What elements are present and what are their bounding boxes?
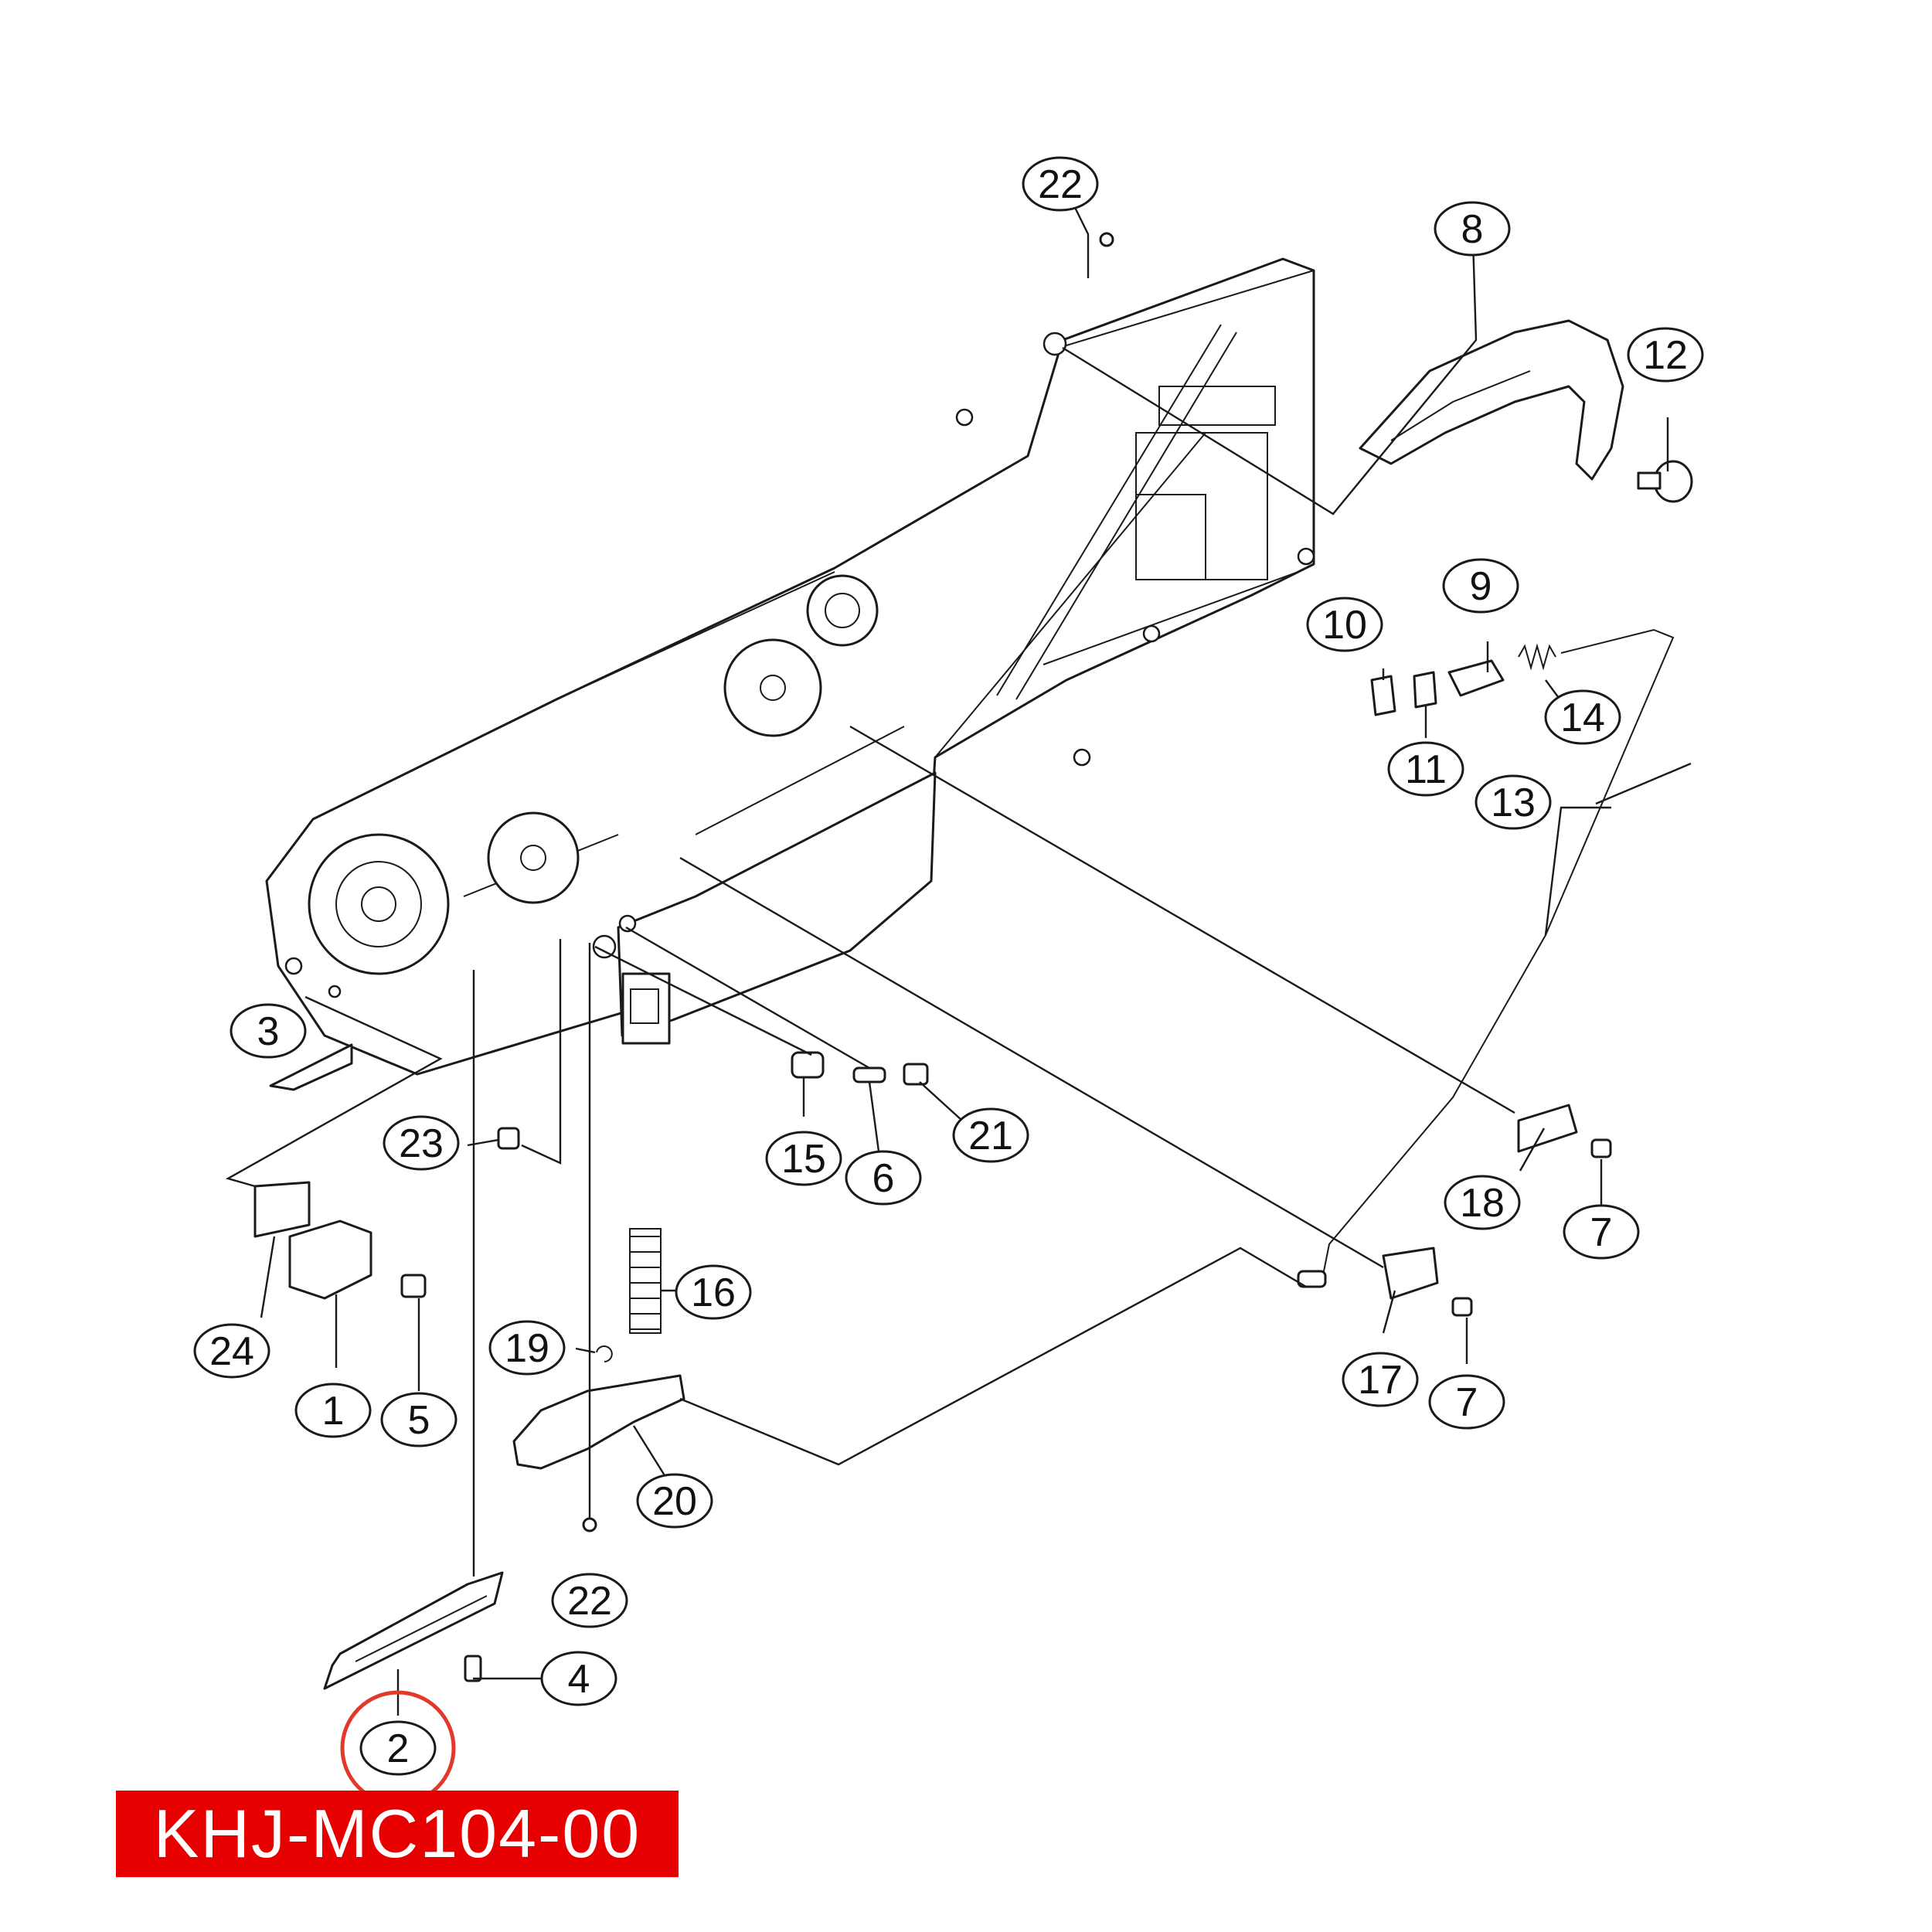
callout-9: 9 — [1442, 558, 1519, 614]
callout-19: 19 — [488, 1320, 566, 1376]
callout-5: 5 — [380, 1392, 457, 1447]
part-7a-screw — [1590, 1138, 1612, 1158]
callout-12: 12 — [1627, 327, 1704, 383]
svg-text:16: 16 — [691, 1270, 736, 1315]
part-24-bracket — [253, 1181, 311, 1238]
callout-10: 10 — [1306, 597, 1383, 652]
callout-22-top: 22 — [1022, 156, 1099, 212]
part-5-screw — [400, 1274, 427, 1298]
callout-7-lower: 7 — [1428, 1374, 1505, 1430]
callout-7-upper: 7 — [1563, 1204, 1640, 1260]
part-18-plate — [1517, 1104, 1578, 1153]
svg-text:8: 8 — [1461, 207, 1484, 252]
part-22b-pin — [582, 1517, 597, 1532]
part-16-spring — [630, 1236, 661, 1330]
callout-18: 18 — [1444, 1175, 1521, 1230]
callout-22-bottom: 22 — [551, 1573, 628, 1628]
callout-20: 20 — [636, 1473, 713, 1529]
svg-text:7: 7 — [1590, 1210, 1613, 1255]
part-15-shaft — [791, 1051, 825, 1079]
callout-8: 8 — [1434, 201, 1511, 257]
part-4-screw — [464, 1655, 482, 1682]
leader-lines — [225, 177, 1692, 1716]
part-6-pin — [852, 1066, 886, 1083]
svg-text:11: 11 — [1405, 747, 1447, 792]
callout-11: 11 — [1387, 741, 1464, 797]
svg-text:3: 3 — [257, 1009, 280, 1054]
part-8-handle — [1359, 319, 1624, 481]
part-2-stripper-plate — [323, 1571, 504, 1690]
part-7b-screw — [1451, 1297, 1473, 1317]
part-3-guide-tip — [269, 1043, 353, 1091]
callout-23: 23 — [383, 1115, 460, 1171]
callout-16: 16 — [675, 1264, 752, 1320]
part-23-screw — [497, 1127, 520, 1150]
svg-text:7: 7 — [1456, 1380, 1478, 1425]
svg-text:12: 12 — [1643, 333, 1688, 378]
svg-text:21: 21 — [968, 1114, 1013, 1158]
svg-text:22: 22 — [1038, 162, 1083, 207]
part-22a-pin — [1099, 232, 1114, 247]
part-14-spring — [1518, 643, 1556, 671]
svg-text:24: 24 — [209, 1329, 254, 1374]
part-19-eclip — [596, 1345, 613, 1362]
svg-text:22: 22 — [567, 1579, 612, 1624]
callout-4: 4 — [540, 1651, 617, 1706]
svg-text:5: 5 — [408, 1398, 430, 1443]
part-1-block — [288, 1219, 372, 1300]
svg-text:4: 4 — [568, 1657, 590, 1702]
svg-text:10: 10 — [1322, 603, 1367, 648]
part-9-latch — [1447, 659, 1505, 697]
svg-text:14: 14 — [1560, 696, 1605, 740]
svg-text:15: 15 — [781, 1137, 826, 1182]
svg-text:9: 9 — [1470, 564, 1492, 609]
callout-21: 21 — [952, 1107, 1029, 1163]
svg-text:2: 2 — [387, 1726, 410, 1771]
part-code-label: KHJ-MC104-00 — [153, 1795, 641, 1872]
callout-14: 14 — [1544, 689, 1621, 745]
svg-text:20: 20 — [652, 1479, 697, 1524]
svg-text:13: 13 — [1491, 781, 1536, 825]
part-20-lever — [512, 1374, 685, 1470]
callout-15: 15 — [765, 1131, 842, 1186]
callout-2: 2 — [359, 1720, 437, 1776]
part-17-plate — [1382, 1247, 1439, 1300]
callout-13: 13 — [1475, 774, 1552, 830]
callout-24: 24 — [193, 1323, 270, 1379]
part-10-clip — [1370, 675, 1396, 716]
callout-6: 6 — [845, 1150, 922, 1206]
callout-3: 3 — [230, 1003, 307, 1059]
feeder-main-body — [265, 257, 1315, 1076]
callout-1: 1 — [294, 1383, 372, 1438]
svg-text:1: 1 — [322, 1389, 345, 1434]
svg-text:6: 6 — [872, 1156, 895, 1201]
svg-text:17: 17 — [1358, 1358, 1403, 1403]
svg-text:23: 23 — [399, 1121, 444, 1166]
part-11-clip — [1413, 671, 1437, 709]
svg-text:18: 18 — [1460, 1181, 1505, 1226]
part-code-banner — [116, 1791, 679, 1877]
svg-text:19: 19 — [505, 1326, 549, 1371]
callout-17: 17 — [1342, 1352, 1419, 1407]
part-21-screw — [903, 1063, 929, 1086]
